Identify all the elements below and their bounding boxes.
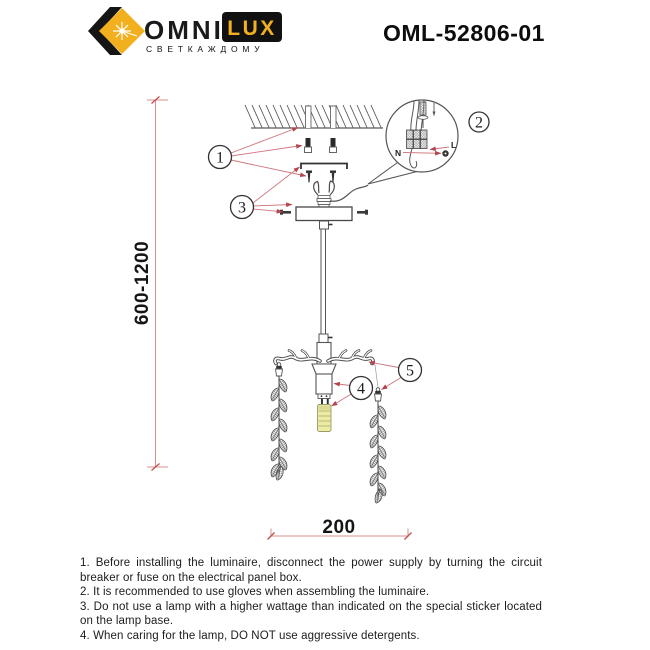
suspension-rod [320,228,326,336]
right-strand [367,364,389,504]
callout-5: 5 [397,357,423,383]
lux-badge [222,12,282,42]
brand-name-omni: OMNI [144,15,224,45]
ceiling-hole-left [305,105,312,128]
brand-logo: OMNI LUX С В Е Т К А Ж Д О М У [88,7,282,55]
brand-tagline: С В Е Т К А Ж Д О М У [146,44,261,54]
ceiling-hole-right [330,105,337,128]
ceiling [244,104,383,129]
logo-sunburst-icon [113,22,138,40]
lamp-socket [315,373,333,395]
canopy-connector [319,220,333,230]
width-dimension-label: 200 [322,517,355,538]
g9-bulb [317,398,332,432]
lamp-body [311,333,337,399]
logo-chevron-icon [88,7,122,55]
callout-2: 2 [468,111,490,133]
callout-arrows [230,127,402,407]
terminal-block [406,129,428,149]
height-dimension: 600-1200 [132,96,168,471]
mounting-bracket [300,162,348,169]
brand-name-lux: LUX [227,17,277,40]
canopy-plate [295,206,353,222]
width-dimension: 200 [267,517,412,540]
supply-wire [329,184,369,202]
left-strand [268,362,290,481]
bracket-screws [306,170,336,183]
svg-text:1: 1 [216,150,224,167]
instruction-item: 2. It is recommended to use gloves when … [80,586,430,599]
instruction-item: 3. Do not use a lamp with a higher watta… [80,600,542,628]
threaded-nipple [316,195,332,208]
svg-text:5: 5 [406,363,414,380]
callout-3: 3 [229,194,255,220]
height-dimension-label: 600-1200 [132,241,153,325]
wiring-detail-balloon: N L [367,99,459,185]
label-neutral: N [395,148,401,158]
instruction-item: 1. Before installing the luminaire, disc… [80,557,542,584]
branch-arms [273,349,375,366]
callout-4: 4 [348,375,374,401]
body-collar [311,363,337,375]
svg-text:3: 3 [238,200,246,217]
svg-text:4: 4 [357,381,365,398]
instruction-item: 4. When caring for the lamp, DO NOT use … [80,629,420,642]
callout-1: 1 [207,144,233,170]
callouts: 1 2 3 4 5 [207,111,490,401]
model-number: OML-52806-01 [383,20,545,46]
svg-text:2: 2 [475,115,483,132]
wall-anchors [304,138,337,153]
installation-instructions: 1. Before installing the luminaire, disc… [80,556,542,644]
suspension-hook [313,180,335,196]
label-line: L [451,140,456,150]
